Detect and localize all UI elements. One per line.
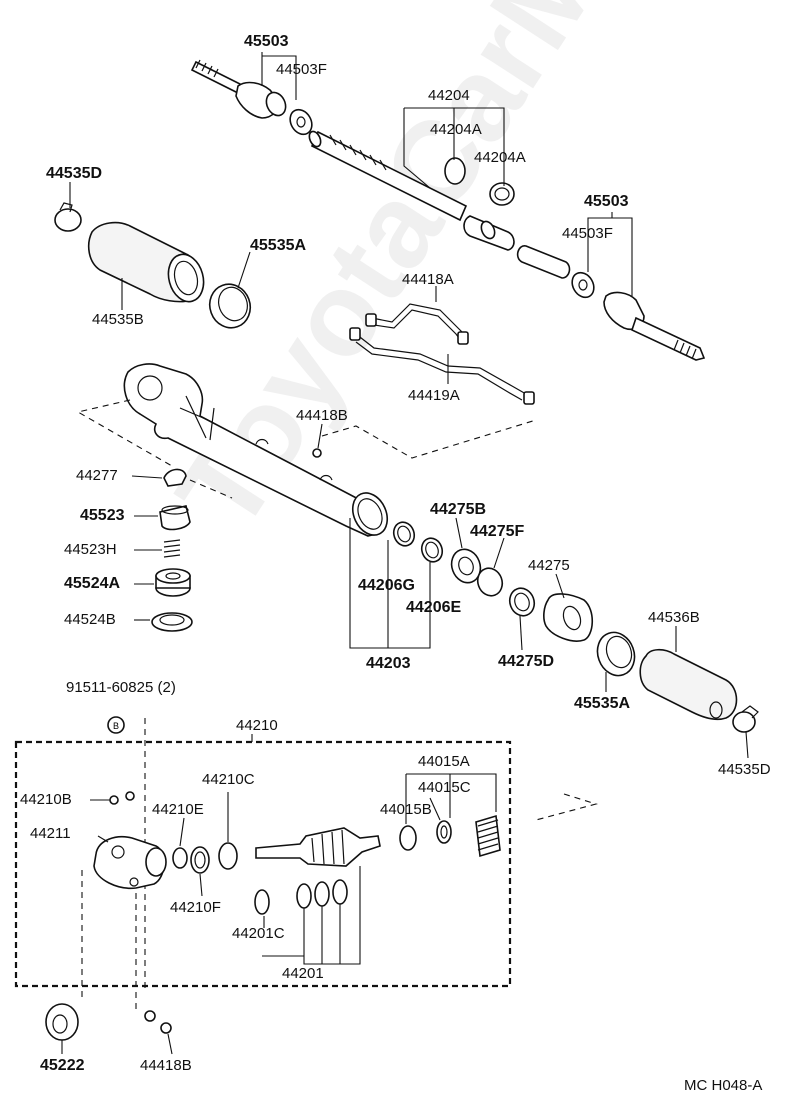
label-44277: 44277 <box>76 467 118 484</box>
label-44418b-bottom: 44418B <box>140 1057 192 1074</box>
label-44523h: 44523H <box>64 541 117 558</box>
rack-guide-45523 <box>159 505 191 531</box>
seal-rings-44201 <box>296 879 348 909</box>
rack-housing-44203 <box>123 363 389 537</box>
label-44201c: 44201C <box>232 925 285 942</box>
label-45523: 45523 <box>80 507 125 524</box>
oil-seal-44204a <box>444 157 515 206</box>
dust-cover-45222 <box>45 1003 79 1041</box>
label-45535a-top: 45535A <box>250 237 307 254</box>
seal-kit-44015a <box>475 814 501 858</box>
label-44503f-top: 44503F <box>276 61 327 78</box>
label-44503f-right: 44503F <box>562 225 613 242</box>
bolt-44210b <box>109 791 135 805</box>
label-45535a-bottom: 45535A <box>574 695 631 712</box>
label-44015c: 44015C <box>418 779 471 796</box>
label-44210: 44210 <box>236 717 278 734</box>
tie-rod-end-top <box>190 59 287 119</box>
rack-boot-44536b <box>639 648 738 721</box>
spring-44523h <box>163 539 181 558</box>
label-44204a-2: 44204A <box>474 149 526 166</box>
rack-bar <box>308 130 571 279</box>
label-44204: 44204 <box>428 87 470 104</box>
bearing-44210f <box>190 846 210 874</box>
o-ring-44210c <box>218 842 238 870</box>
figure-code: MC H048-A <box>684 1077 763 1094</box>
label-44418b-mid: 44418B <box>296 407 348 424</box>
label-44206g: 44206G <box>358 577 415 594</box>
control-valve-shaft <box>255 827 381 867</box>
label-44210f: 44210F <box>170 899 221 916</box>
label-44210b: 44210B <box>20 791 72 808</box>
pressure-tube-44418a <box>365 303 469 345</box>
oil-seal-44206e <box>420 537 444 563</box>
seal-ring-44201c <box>254 889 270 915</box>
rack-boot-44535b <box>87 221 205 303</box>
label-44210e: 44210E <box>152 801 204 818</box>
bolt-44418b-mid <box>312 448 322 458</box>
label-44524b: 44524B <box>64 611 116 628</box>
label-44418a: 44418A <box>402 271 454 288</box>
label-44206e: 44206E <box>406 599 462 616</box>
bushing-44275b <box>450 548 482 584</box>
label-44419a: 44419A <box>408 387 460 404</box>
bolt-44418b-bottom <box>144 1010 172 1034</box>
boot-clamp-44535d-top <box>54 202 82 232</box>
label-44536b: 44536B <box>648 609 700 626</box>
label-44210c: 44210C <box>202 771 255 788</box>
label-44275d: 44275D <box>498 653 555 670</box>
label-44204a-1: 44204A <box>430 121 482 138</box>
bolt-91511: B <box>107 716 125 734</box>
boot-clamp-45535a-bottom <box>596 631 636 677</box>
label-44275: 44275 <box>528 557 570 574</box>
label-44275b: 44275B <box>430 501 487 518</box>
boot-clamp-44535d-bottom <box>732 705 759 733</box>
label-44015b: 44015B <box>380 801 432 818</box>
label-44211: 44211 <box>30 825 71 842</box>
label-44535b: 44535B <box>92 311 144 328</box>
label-45503-top: 45503 <box>244 33 289 50</box>
rack-guide-seat-44277 <box>163 468 187 487</box>
label-45503-right: 45503 <box>584 193 629 210</box>
valve-housing-44211 <box>93 836 167 890</box>
label-45524a: 45524A <box>64 575 121 592</box>
lock-nut-45524a <box>155 568 191 597</box>
oil-seal-44206g <box>392 521 416 547</box>
svg-text:B: B <box>113 721 119 731</box>
tie-rod-end-right <box>603 291 706 361</box>
boot-clamp-45535a-top <box>208 283 252 329</box>
seal-44015b <box>399 825 417 851</box>
leader-lines <box>61 52 749 1055</box>
label-44203: 44203 <box>366 655 411 672</box>
label-44535d-bottom: 44535D <box>718 761 771 778</box>
label-44201: 44201 <box>282 965 324 982</box>
label-44015a: 44015A <box>418 753 470 770</box>
lock-nut-44503f-top <box>289 108 313 136</box>
rack-guide-spring-cap-44524b <box>151 612 193 632</box>
spacer-44275d <box>508 587 536 617</box>
label-91511: 91511-60825 (2) <box>66 679 176 696</box>
label-44535d-top: 44535D <box>46 165 103 182</box>
ring-44015c <box>436 820 452 844</box>
oil-seal-44210e <box>172 847 188 869</box>
label-44275f: 44275F <box>470 523 525 540</box>
lock-nut-44503f-right <box>571 271 595 299</box>
rack-bushing-44275 <box>543 593 594 642</box>
o-ring-44275f <box>476 567 504 597</box>
control-valve-assembly-box <box>14 740 512 988</box>
label-45222: 45222 <box>40 1057 85 1074</box>
